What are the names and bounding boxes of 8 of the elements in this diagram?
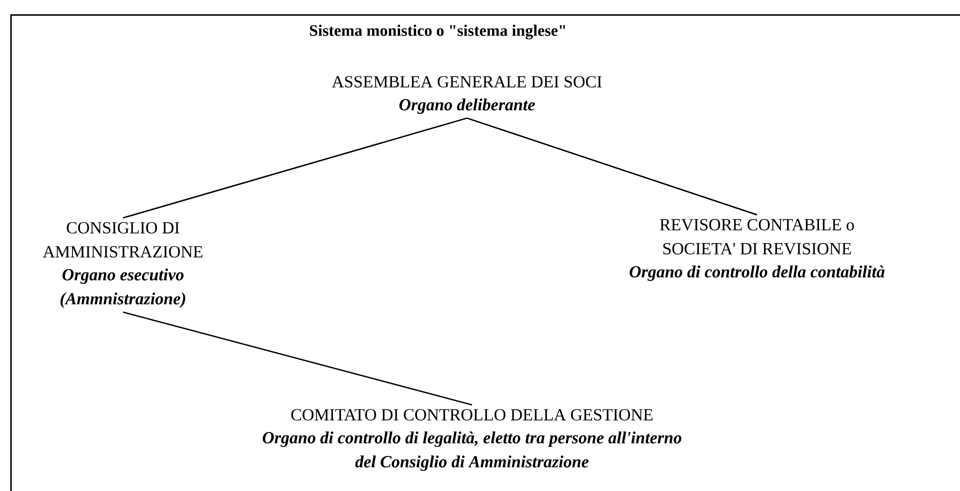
connector-line: [466, 117, 758, 216]
connector-line: [122, 311, 472, 406]
node-text: CONSIGLIO DI AMMINISTRAZIONE Organo esecutivo (Ammnistrazione): [42, 222, 202, 308]
node-text: REVISORE CONTABILE o SOCIETA' DI REVISIONE Organo di controllo della contabilità: [630, 219, 885, 281]
node-text: COMITATO DI CONTROLLO DELLA GESTIONE Organo di controllo di legalità, eletto tra persone all'interno del Consiglio di Amministrazione: [262, 409, 682, 471]
node-text: ASSEMBLEA GENERALE DEI SOCI Organo deliberante: [332, 76, 602, 114]
connector-line: [122, 117, 468, 219]
title: Sistema monistico o "sistema inglese": [310, 24, 566, 40]
